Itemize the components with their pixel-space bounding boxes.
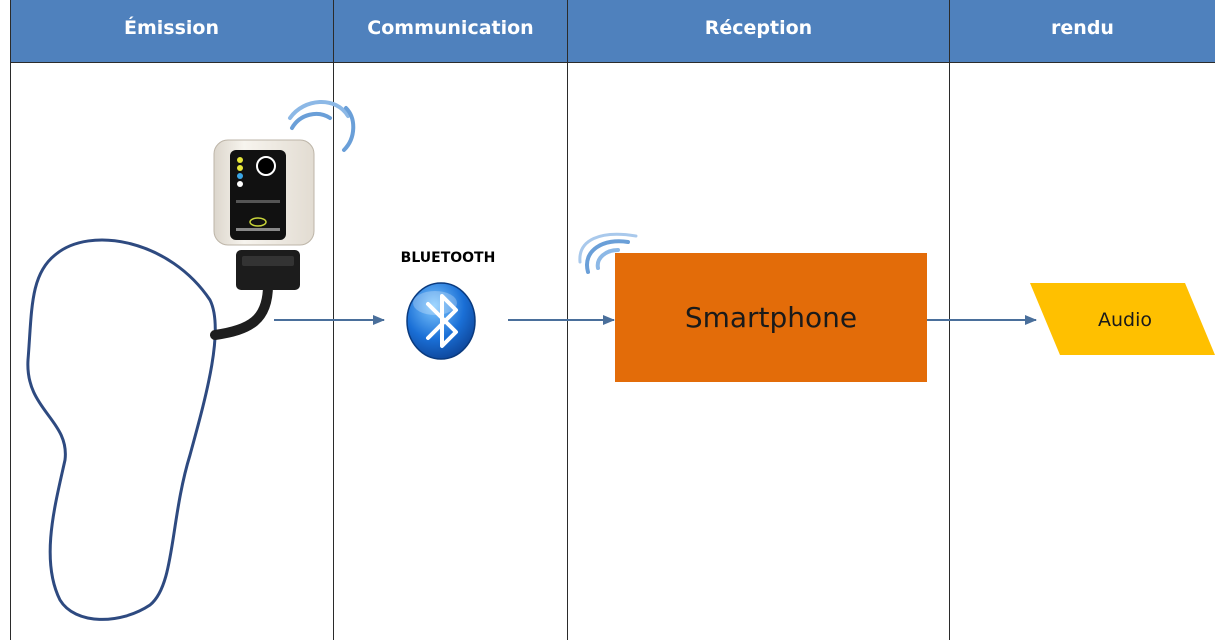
lane-title-reception: Réception — [704, 17, 813, 39]
wifi-signal-icon — [578, 232, 638, 274]
lane-title-communication: Communication — [367, 17, 534, 39]
smartphone-label: Smartphone — [684, 301, 858, 334]
wifi-signal-icon — [288, 100, 356, 152]
audio-label: Audio — [1097, 309, 1152, 331]
audio-parallelogram — [1030, 283, 1215, 355]
lane-title-rendu: rendu — [1051, 17, 1114, 39]
header-bottom-line — [10, 62, 1215, 63]
lane-title-emission: Émission — [124, 17, 219, 39]
sensor-device-icon — [213, 139, 315, 290]
insole-outline-icon — [26, 238, 217, 621]
lane-divider — [10, 0, 11, 640]
lane-header-bar — [10, 0, 1215, 62]
smartphone-box: Smartphone — [615, 253, 927, 382]
sensor-cable — [210, 280, 273, 340]
bluetooth-icon — [406, 282, 476, 360]
bluetooth-label: BLUETOOTH — [400, 250, 496, 266]
